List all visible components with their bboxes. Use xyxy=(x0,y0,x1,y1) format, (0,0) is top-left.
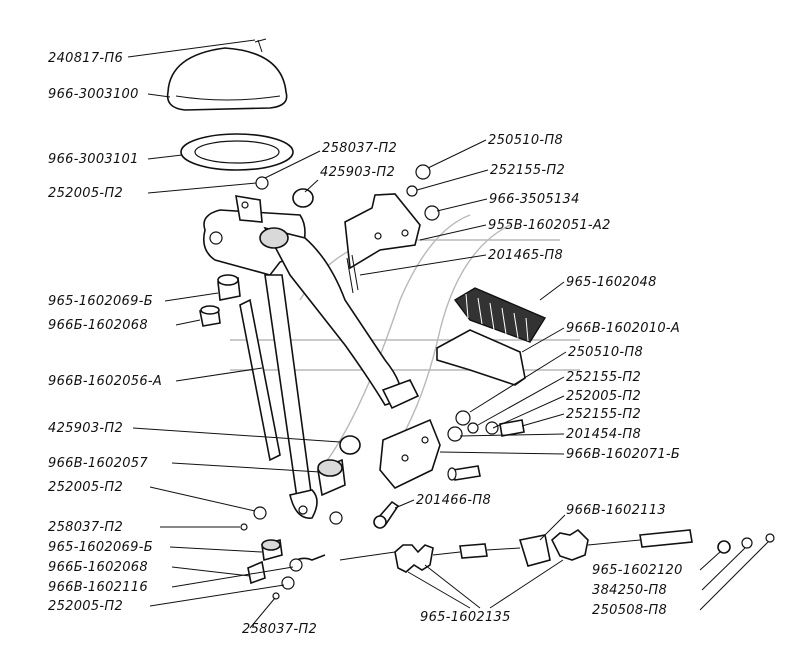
nut xyxy=(415,164,431,180)
label-258037-p2-b: 258037-П2 xyxy=(48,520,123,535)
bushing-hole xyxy=(261,539,281,551)
label-240817-p6: 240817-П6 xyxy=(48,51,123,66)
washer xyxy=(467,422,479,434)
label-384250-p8: 384250-П8 xyxy=(592,583,667,598)
label-965-1602069-b-2: 965-1602069-Б xyxy=(48,540,153,555)
label-252005-p2: 252005-П2 xyxy=(48,186,123,201)
label-966-3003100: 966-3003100 xyxy=(48,87,139,102)
washer xyxy=(253,506,267,520)
clevis-hole xyxy=(317,459,343,477)
label-258037-p2: 258037-П2 xyxy=(322,141,397,156)
washer xyxy=(406,185,418,197)
leader-lines xyxy=(127,39,769,629)
lower-bracket xyxy=(379,418,481,489)
label-965-1602048: 965-1602048 xyxy=(566,275,657,290)
bolt-head xyxy=(424,205,440,221)
label-252155-p2: 252155-П2 xyxy=(490,163,565,178)
label-965-1602135: 965-1602135 xyxy=(420,610,511,625)
label-966v-1602071-b: 966В-1602071-Б xyxy=(566,447,680,462)
label-258037-p2-c: 258037-П2 xyxy=(242,622,317,637)
label-201465-p8: 201465-П8 xyxy=(488,248,563,263)
label-250510-p8-b: 250510-П8 xyxy=(568,345,643,360)
left-bushings xyxy=(199,274,241,327)
label-966-3505134: 966-3505134 xyxy=(489,192,580,207)
label-966v-1602116: 966В-1602116 xyxy=(48,580,148,595)
label-250510-p8: 250510-П8 xyxy=(488,133,563,148)
label-966v-1602113: 966В-1602113 xyxy=(566,503,666,518)
label-201466-p8: 201466-П8 xyxy=(416,493,491,508)
bolt xyxy=(499,419,525,437)
label-252005-p2-b: 252005-П2 xyxy=(566,389,641,404)
label-252005-p2-c: 252005-П2 xyxy=(48,480,123,495)
label-252155-p2-b: 252155-П2 xyxy=(566,370,641,385)
cable-assembly xyxy=(339,528,775,573)
label-965-1602120: 965-1602120 xyxy=(592,563,683,578)
bushing xyxy=(339,435,361,455)
bushing xyxy=(247,560,266,585)
label-201454-p8: 201454-П8 xyxy=(566,427,641,442)
cotter-pin xyxy=(272,592,280,600)
label-955v-1602051-a2: 955В-1602051-А2 xyxy=(488,218,611,233)
washer xyxy=(281,576,295,590)
nut xyxy=(455,410,471,426)
label-250508-p8: 250508-П8 xyxy=(592,603,667,618)
rod-end-eye xyxy=(289,558,303,572)
cotter-pin xyxy=(240,523,248,531)
pin-head xyxy=(373,515,387,529)
label-425903-p2-b: 425903-П2 xyxy=(48,421,123,436)
label-965-1602069-b: 965-1602069-Б xyxy=(48,294,153,309)
label-966b-1602068-b: 966Б-1602068 xyxy=(48,560,148,575)
gasket-ring xyxy=(180,133,294,171)
washer xyxy=(447,426,463,442)
dome-cover xyxy=(166,38,288,111)
link-rod xyxy=(239,274,318,519)
label-966b-1602068: 966Б-1602068 xyxy=(48,318,148,333)
label-252005-p2-d: 252005-П2 xyxy=(48,599,123,614)
washer xyxy=(329,511,343,525)
pedal-lever-assembly xyxy=(202,195,420,410)
bushing xyxy=(292,188,314,208)
label-425903-p2: 425903-П2 xyxy=(320,165,395,180)
pedal-pad xyxy=(436,287,547,386)
label-966v-1602010-a: 966В-1602010-А xyxy=(566,321,680,336)
part-labels: 240817-П6 966-3003100 966-3003101 258037… xyxy=(48,51,683,637)
upper-bracket xyxy=(344,193,421,294)
label-966v-1602057: 966В-1602057 xyxy=(48,456,148,471)
label-252155-p2-c: 252155-П2 xyxy=(566,407,641,422)
label-966-3003101: 966-3003101 xyxy=(48,152,139,167)
washer xyxy=(485,421,499,435)
washer xyxy=(255,176,269,190)
label-966v-1602056-a: 966В-1602056-А xyxy=(48,374,162,389)
